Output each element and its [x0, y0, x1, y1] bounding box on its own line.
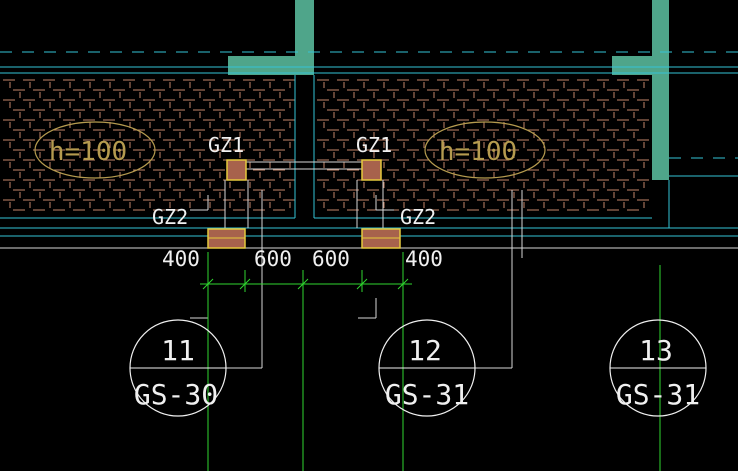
grid-bubble-code: GS-30	[134, 378, 218, 411]
wall-group	[228, 0, 669, 180]
grid-bubble-number: 12	[408, 334, 442, 367]
column-label-gz2-left: GZ2	[152, 205, 188, 229]
slab-thickness-text: h=100	[49, 137, 127, 167]
columns	[207, 159, 401, 249]
axis-lines	[0, 51, 738, 237]
wall-left-tee	[228, 0, 314, 75]
grid-bubble-13: 13 GS-31	[609, 319, 707, 417]
grid-bubble-code: GS-31	[616, 378, 700, 411]
slab-thickness-text: h=100	[439, 137, 517, 167]
dim-slash-1	[202, 278, 214, 290]
dim-slash-4	[356, 278, 368, 290]
dimension-right-400: 400	[405, 247, 443, 271]
dimension-600-b: 600	[312, 247, 350, 271]
slab-labels: h=100 h=100	[34, 121, 546, 179]
dim-slash-5	[397, 278, 409, 290]
grid-bubble-code: GS-31	[385, 378, 469, 411]
column-gz1-right	[361, 159, 382, 181]
column-labels: GZ1 GZ1 GZ2 GZ2	[152, 133, 436, 229]
column-label-gz1-right: GZ1	[356, 133, 392, 157]
dimension-left-400: 400	[162, 247, 200, 271]
slab-hatch-pattern	[3, 79, 649, 211]
grid-bubbles: 11 GS-30 12 GS-31 13 GS-31	[129, 319, 707, 417]
slab-label-left: h=100	[34, 121, 156, 179]
grid-bubble-11: 11 GS-30	[129, 319, 227, 417]
column-label-gz2-right: GZ2	[400, 205, 436, 229]
dimension-labels: 400 600 600 400	[162, 247, 443, 271]
dim-slash-2	[239, 278, 251, 290]
grid-bubble-12: 12 GS-31	[378, 319, 476, 417]
column-label-gz1-left: GZ1	[208, 133, 244, 157]
slab-label-right: h=100	[424, 121, 546, 179]
wall-right-tee	[612, 0, 669, 180]
dimension-600-a: 600	[254, 247, 292, 271]
column-gz1-left	[226, 159, 247, 181]
slab-oval	[34, 121, 156, 179]
dim-slash-3	[297, 278, 309, 290]
slab-oval	[424, 121, 546, 179]
grid-bubble-number: 13	[639, 334, 673, 367]
grid-bubble-number: 11	[161, 334, 195, 367]
